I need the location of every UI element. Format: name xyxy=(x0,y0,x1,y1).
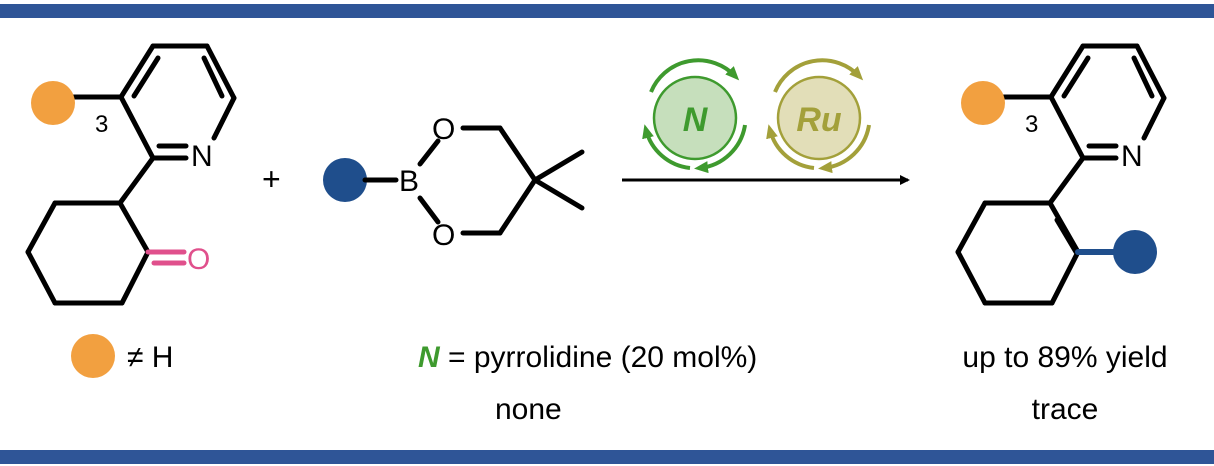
amine-catalyst-label: N xyxy=(683,101,709,139)
conditions-n-definition: = pyrrolidine (20 mol%) xyxy=(440,341,758,374)
legend-orange-dot xyxy=(71,334,115,378)
plus-sign: + xyxy=(262,161,281,197)
reactant-pyridyl-ketone: N 3 O xyxy=(25,43,237,306)
ruthenium-catalyst-label: Ru xyxy=(796,101,842,139)
product-position-label-3: 3 xyxy=(1025,111,1038,138)
reactant-boronic-ester: B O O xyxy=(323,113,585,252)
conditions-line: N = pyrrolidine (20 mol%) xyxy=(418,341,757,374)
ester-oxygen-top: O xyxy=(432,113,455,146)
amine-catalyst-cycle: N xyxy=(642,58,747,174)
conditions-n-symbol: N xyxy=(418,341,441,374)
boron-atom: B xyxy=(399,165,419,198)
result-with-catalyst: up to 89% yield xyxy=(962,341,1167,374)
result-without-catalyst: trace xyxy=(1032,393,1099,426)
ruthenium-catalyst-disc xyxy=(776,75,862,161)
blue-substituent xyxy=(323,158,367,202)
substituent-note: ≠ H xyxy=(127,341,173,374)
amine-catalyst-disc xyxy=(652,75,738,161)
conditions-alternative: none xyxy=(495,393,562,426)
product-alkenyl-pyridine: N 3 xyxy=(955,43,1167,306)
position-label-3: 3 xyxy=(95,111,108,138)
bottom-bar xyxy=(0,450,1214,464)
ruthenium-catalyst-cycle: Ru xyxy=(766,58,871,174)
product-orange-substituent xyxy=(961,81,1005,125)
product-pyridine-nitrogen: N xyxy=(1121,140,1143,173)
pyridine-nitrogen: N xyxy=(191,140,213,173)
top-bar xyxy=(0,4,1214,18)
orange-substituent xyxy=(31,81,75,125)
product-blue-substituent xyxy=(1113,230,1157,274)
carbonyl-oxygen: O xyxy=(187,243,210,276)
ester-oxygen-bottom: O xyxy=(432,219,455,252)
